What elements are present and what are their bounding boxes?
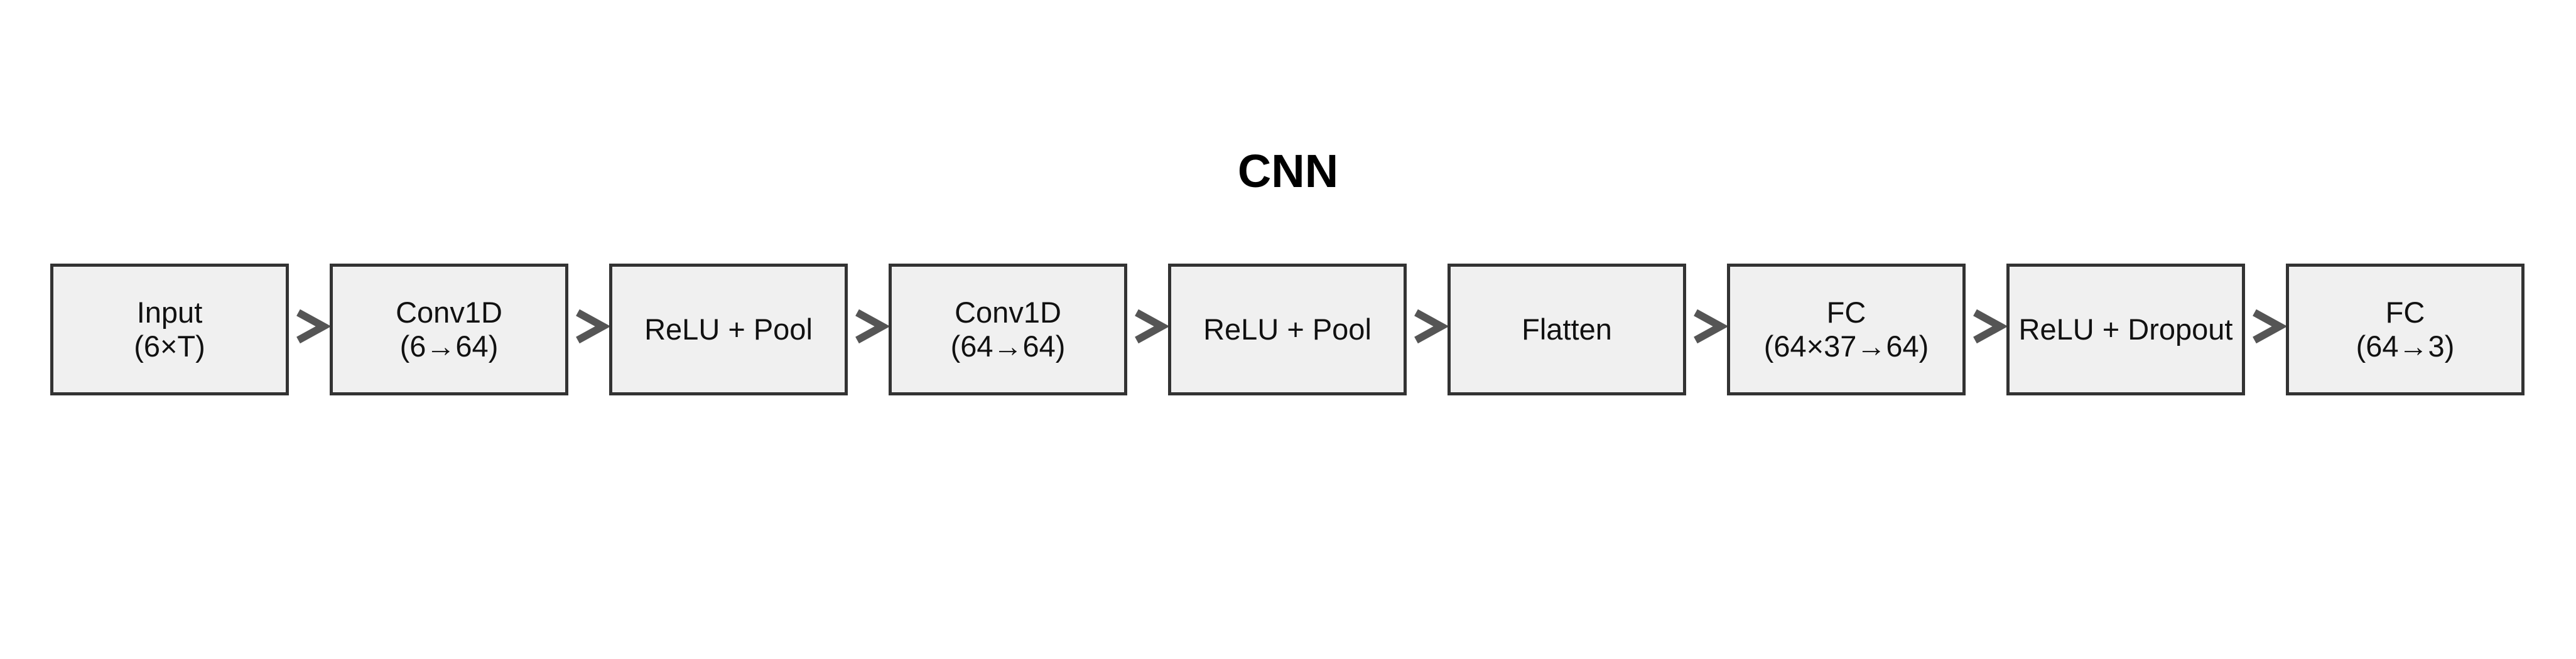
- chevron-right-icon: [2245, 301, 2289, 351]
- chevron-right-icon: [1127, 301, 1171, 351]
- layer-shape: (64→64): [950, 330, 1066, 363]
- layer-block-relu-pool-2: ReLU + Pool: [1168, 264, 1407, 395]
- layer-shape: (6×T): [134, 330, 205, 363]
- chevron-right-icon: [289, 301, 333, 351]
- layer-shape: (64×37→64): [1763, 330, 1929, 363]
- layer-block-conv1d-1: Conv1D (6→64): [330, 264, 568, 395]
- layer-label: Input: [136, 296, 203, 329]
- chevron-right-icon: [1966, 301, 2010, 351]
- layer-label: ReLU + Dropout: [2018, 313, 2233, 346]
- layer-block-fc-2: FC (64→3): [2286, 264, 2525, 395]
- layer-block-fc-1: FC (64×37→64): [1727, 264, 1966, 395]
- chevron-right-icon: [848, 301, 892, 351]
- layer-label: Conv1D: [955, 296, 1061, 329]
- diagram-title: CNN: [1237, 145, 1339, 197]
- layer-label: Conv1D: [396, 296, 502, 329]
- chevron-right-icon: [568, 301, 612, 351]
- layer-block-relu-dropout: ReLU + Dropout: [2006, 264, 2245, 395]
- layer-block-input: Input (6×T): [50, 264, 289, 395]
- layer-block-flatten: Flatten: [1448, 264, 1686, 395]
- layer-label: FC: [2385, 296, 2425, 329]
- chevron-right-icon: [1407, 301, 1451, 351]
- layer-label: Flatten: [1522, 313, 1612, 346]
- layer-label: ReLU + Pool: [644, 313, 813, 346]
- layer-label: ReLU + Pool: [1203, 313, 1372, 346]
- layer-block-relu-pool-1: ReLU + Pool: [609, 264, 848, 395]
- layer-block-conv1d-2: Conv1D (64→64): [889, 264, 1127, 395]
- layer-shape: (6→64): [399, 330, 499, 363]
- layer-label: FC: [1826, 296, 1866, 329]
- chevron-right-icon: [1686, 301, 1730, 351]
- layer-shape: (64→3): [2356, 330, 2455, 363]
